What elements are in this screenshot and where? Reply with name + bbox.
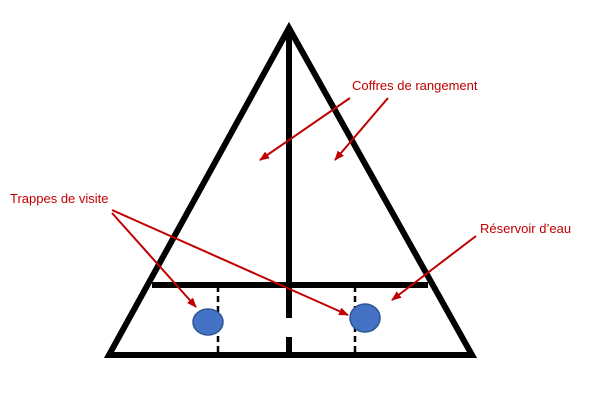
inspection-hatch-right [349,303,381,333]
arrow-tank [391,235,477,301]
inspection-hatch-left [192,308,224,336]
arrow-storage-right [334,97,389,161]
arrow-storage-left [259,97,351,161]
arrow-hatch-left [111,212,197,308]
label-storage: Coffres de rangement [352,78,478,93]
arrow-hatch-right [111,209,349,316]
label-hatches: Trappes de visite [10,191,109,206]
label-tank: Réservoir d’eau [480,221,571,236]
